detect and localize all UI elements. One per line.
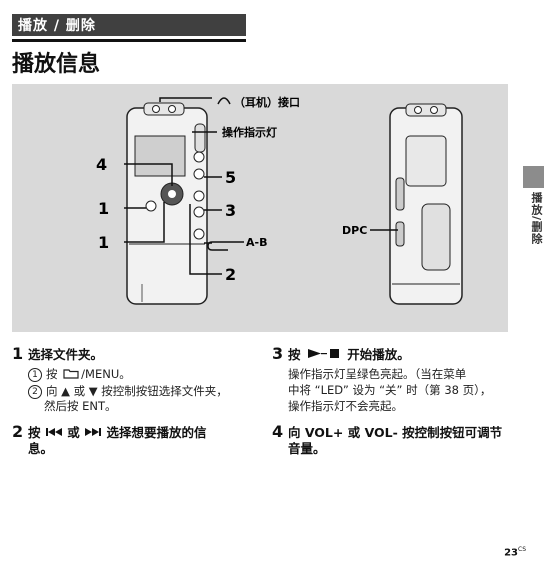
section-label: 播放 / 删除 bbox=[18, 18, 96, 34]
device-illustration: （耳机）接口 操作指示灯 A-B 4 5 1 3 1 2 DPC bbox=[12, 84, 508, 332]
circle-number-2: 2 bbox=[28, 385, 42, 399]
step-4-line-2: 音量。 bbox=[288, 441, 326, 456]
front-device-body bbox=[126, 102, 208, 305]
page-title: 播放信息 bbox=[12, 52, 101, 77]
step-3-desc-1: 操作指示灯呈绿色亮起。（当在菜单 bbox=[288, 367, 467, 381]
page-number: 23CS bbox=[504, 546, 526, 559]
callout-lines bbox=[124, 97, 222, 275]
step-3-number: 3 bbox=[272, 344, 284, 363]
step-2-line-2: 息。 bbox=[28, 441, 54, 456]
device-diagram-svg: （耳机）接口 操作指示灯 A-B 4 5 1 3 1 2 DPC bbox=[96, 95, 463, 305]
step-3-desc-3: 操作指示灯不会亮起。 bbox=[288, 399, 403, 413]
step-1-number: 1 bbox=[12, 344, 24, 363]
callout-num-1b: 1 bbox=[98, 233, 109, 252]
play-stop-icon bbox=[307, 349, 339, 358]
callout-num-3: 3 bbox=[225, 201, 236, 220]
circle-number-1: 1 bbox=[28, 368, 42, 382]
next-track-icon bbox=[85, 428, 102, 436]
section-header-bar: 播放 / 删除 bbox=[12, 14, 246, 36]
previous-track-icon bbox=[45, 428, 62, 436]
step-4-line-1: 向 VOL+ 或 VOL- 按控制按钮可调节 bbox=[288, 425, 503, 440]
step-3-title: 按 开始播放。 bbox=[288, 347, 410, 362]
repeat-icon bbox=[207, 241, 244, 251]
callout-num-1a: 1 bbox=[98, 199, 109, 218]
step-3-desc-2: 中将 “LED” 设为 “关” 时（第 38 页）， bbox=[288, 383, 492, 397]
step-1-title: 选择文件夹。 bbox=[28, 347, 104, 362]
step-2-line-1: 按 或 选择想要播放的信 bbox=[28, 425, 207, 440]
callout-num-2: 2 bbox=[225, 265, 236, 284]
step-4-number: 4 bbox=[272, 422, 284, 441]
page-locale-suffix: CS bbox=[518, 546, 526, 553]
headphone-jack-label: （耳机）接口 bbox=[234, 95, 300, 109]
callout-num-4: 4 bbox=[96, 155, 107, 174]
headphone-icon bbox=[217, 97, 231, 105]
ab-label: A-B bbox=[246, 236, 267, 249]
dpc-label: DPC bbox=[342, 224, 367, 237]
folder-icon bbox=[63, 369, 79, 379]
side-tab-marker bbox=[523, 166, 544, 188]
callout-num-5: 5 bbox=[225, 168, 236, 187]
section-divider bbox=[12, 39, 246, 42]
side-tab-label: 播放/删除 bbox=[530, 192, 543, 246]
step-1-sub-2-cont: 然后按 ENT。 bbox=[44, 399, 117, 413]
back-device-body bbox=[389, 103, 463, 305]
indicator-label: 操作指示灯 bbox=[222, 125, 277, 139]
step-2-number: 2 bbox=[12, 422, 24, 441]
